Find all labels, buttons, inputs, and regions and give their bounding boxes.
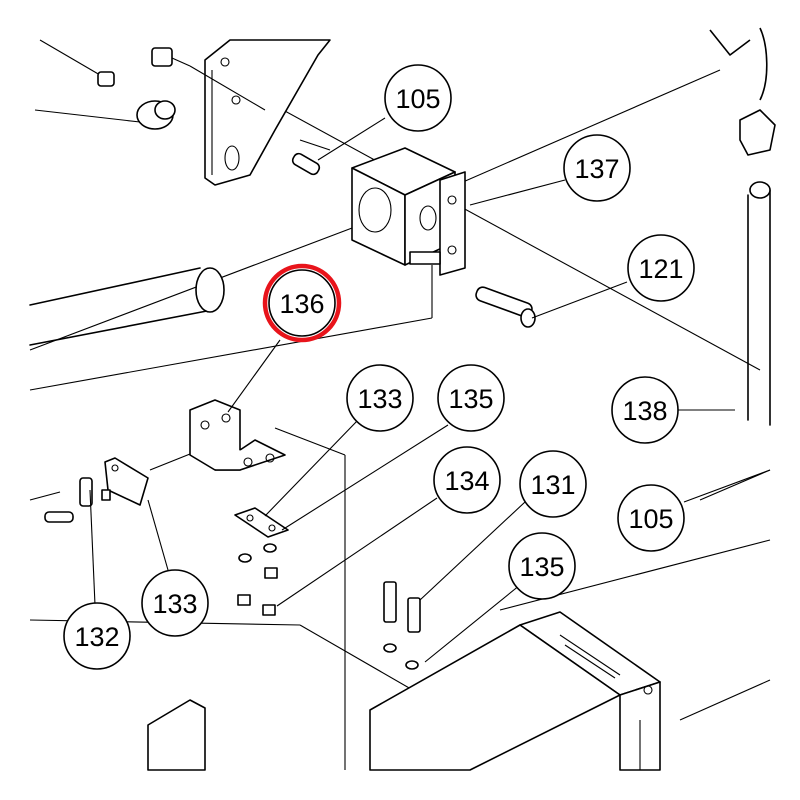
svg-text:121: 121 [638, 254, 683, 284]
svg-text:132: 132 [74, 622, 119, 652]
callout-105-top: 105 [384, 64, 452, 132]
leader-lines [89, 117, 771, 663]
svg-text:133: 133 [357, 384, 402, 414]
central-block [351, 147, 466, 276]
svg-text:138: 138 [622, 396, 667, 426]
bracket [189, 399, 286, 471]
washers-and-nuts [237, 543, 278, 616]
callout-131: 131 [519, 450, 587, 518]
svg-text:134: 134 [444, 466, 489, 496]
rod [739, 109, 776, 426]
fastener-group-top-left [34, 39, 331, 176]
small-plate [234, 507, 289, 538]
callouts: 105 137 121 136 133 135 138 134 [63, 64, 695, 670]
bolts [383, 581, 421, 670]
callout-105-right: 105 [617, 484, 685, 552]
highlight-ring [262, 263, 342, 343]
pin [475, 286, 536, 328]
shaft [29, 267, 225, 346]
callout-138: 138 [611, 376, 679, 444]
svg-text:105: 105 [395, 84, 440, 114]
svg-text:135: 135 [519, 552, 564, 582]
top-right-part [709, 27, 768, 101]
callout-132: 132 [63, 602, 131, 670]
callout-137: 137 [563, 134, 631, 202]
motor-housing [369, 611, 661, 771]
callout-135-upper: 135 [437, 364, 505, 432]
svg-text:131: 131 [530, 470, 575, 500]
mounting-plate [204, 39, 331, 186]
callout-134: 134 [433, 446, 501, 514]
callout-136: 136 [262, 263, 342, 343]
svg-text:133: 133 [152, 589, 197, 619]
left-fastener-group [29, 457, 149, 523]
svg-text:105: 105 [628, 504, 673, 534]
svg-text:135: 135 [448, 384, 493, 414]
callout-121: 121 [627, 234, 695, 302]
svg-text:136: 136 [279, 289, 324, 319]
callout-135-lower: 135 [508, 532, 576, 600]
bottom-left-part [147, 699, 206, 771]
svg-text:137: 137 [574, 154, 619, 184]
callout-133-upper: 133 [346, 364, 414, 432]
callout-133-lower: 133 [141, 569, 209, 637]
